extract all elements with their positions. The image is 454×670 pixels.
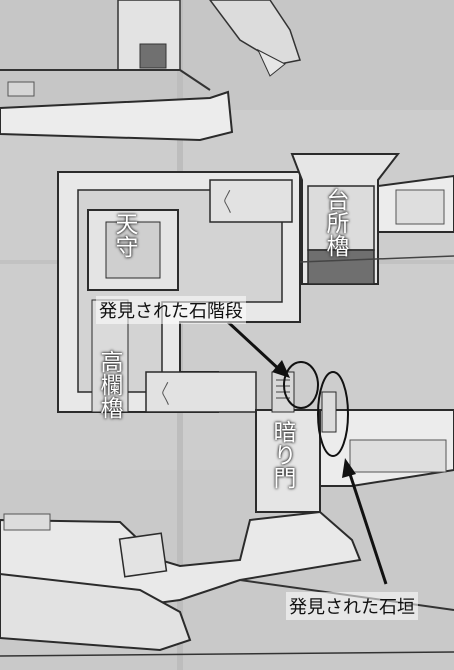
stairs-arrow-shaft — [226, 320, 284, 374]
stone-wall-segment — [321, 391, 337, 433]
right-boundary-line — [299, 255, 454, 263]
daidokoro-yagura-label: 台所櫓 — [322, 188, 348, 257]
daidokoro-yagura-dark-block — [307, 249, 375, 285]
right-upper-wall-panel — [395, 189, 445, 225]
bottom-edge-line — [0, 651, 454, 657]
middle-corridor — [145, 371, 257, 413]
stairs-arrow-head — [272, 360, 290, 378]
lower-left-panel — [3, 513, 51, 531]
tenshu-label: 天守 — [111, 212, 137, 258]
top-marker — [256, 48, 286, 77]
top-boundary-line-2 — [179, 69, 211, 91]
upper-wall — [0, 90, 234, 142]
takaran-yagura-label: 高欄櫓 — [96, 350, 122, 419]
top-tower — [117, 0, 181, 71]
handwriting-mark-2: 〳〵 — [160, 381, 172, 405]
stone-wall-arrow-shaft — [346, 467, 388, 585]
lower-gate-block — [118, 532, 168, 578]
stone-wall-annotation: 発見された石垣 — [286, 592, 418, 620]
kuraki-mon-label: 暗り門 — [269, 420, 295, 489]
stairs-circle — [283, 361, 319, 409]
right-lower-wall-panel — [349, 439, 447, 473]
handwriting-mark-1: 〳〵 — [222, 189, 234, 213]
stone-wall-arrow-head — [342, 458, 356, 478]
top-left-block — [7, 81, 35, 97]
daidokoro-yagura-body — [307, 185, 375, 251]
lower-left-wall — [0, 572, 192, 652]
stone-wall-circle — [317, 371, 349, 457]
tenshu-inner — [105, 221, 161, 279]
stone-stairs-annotation: 発見された石階段 — [96, 296, 246, 324]
top-right-wall — [209, 0, 301, 65]
upper-corridor — [209, 179, 293, 223]
